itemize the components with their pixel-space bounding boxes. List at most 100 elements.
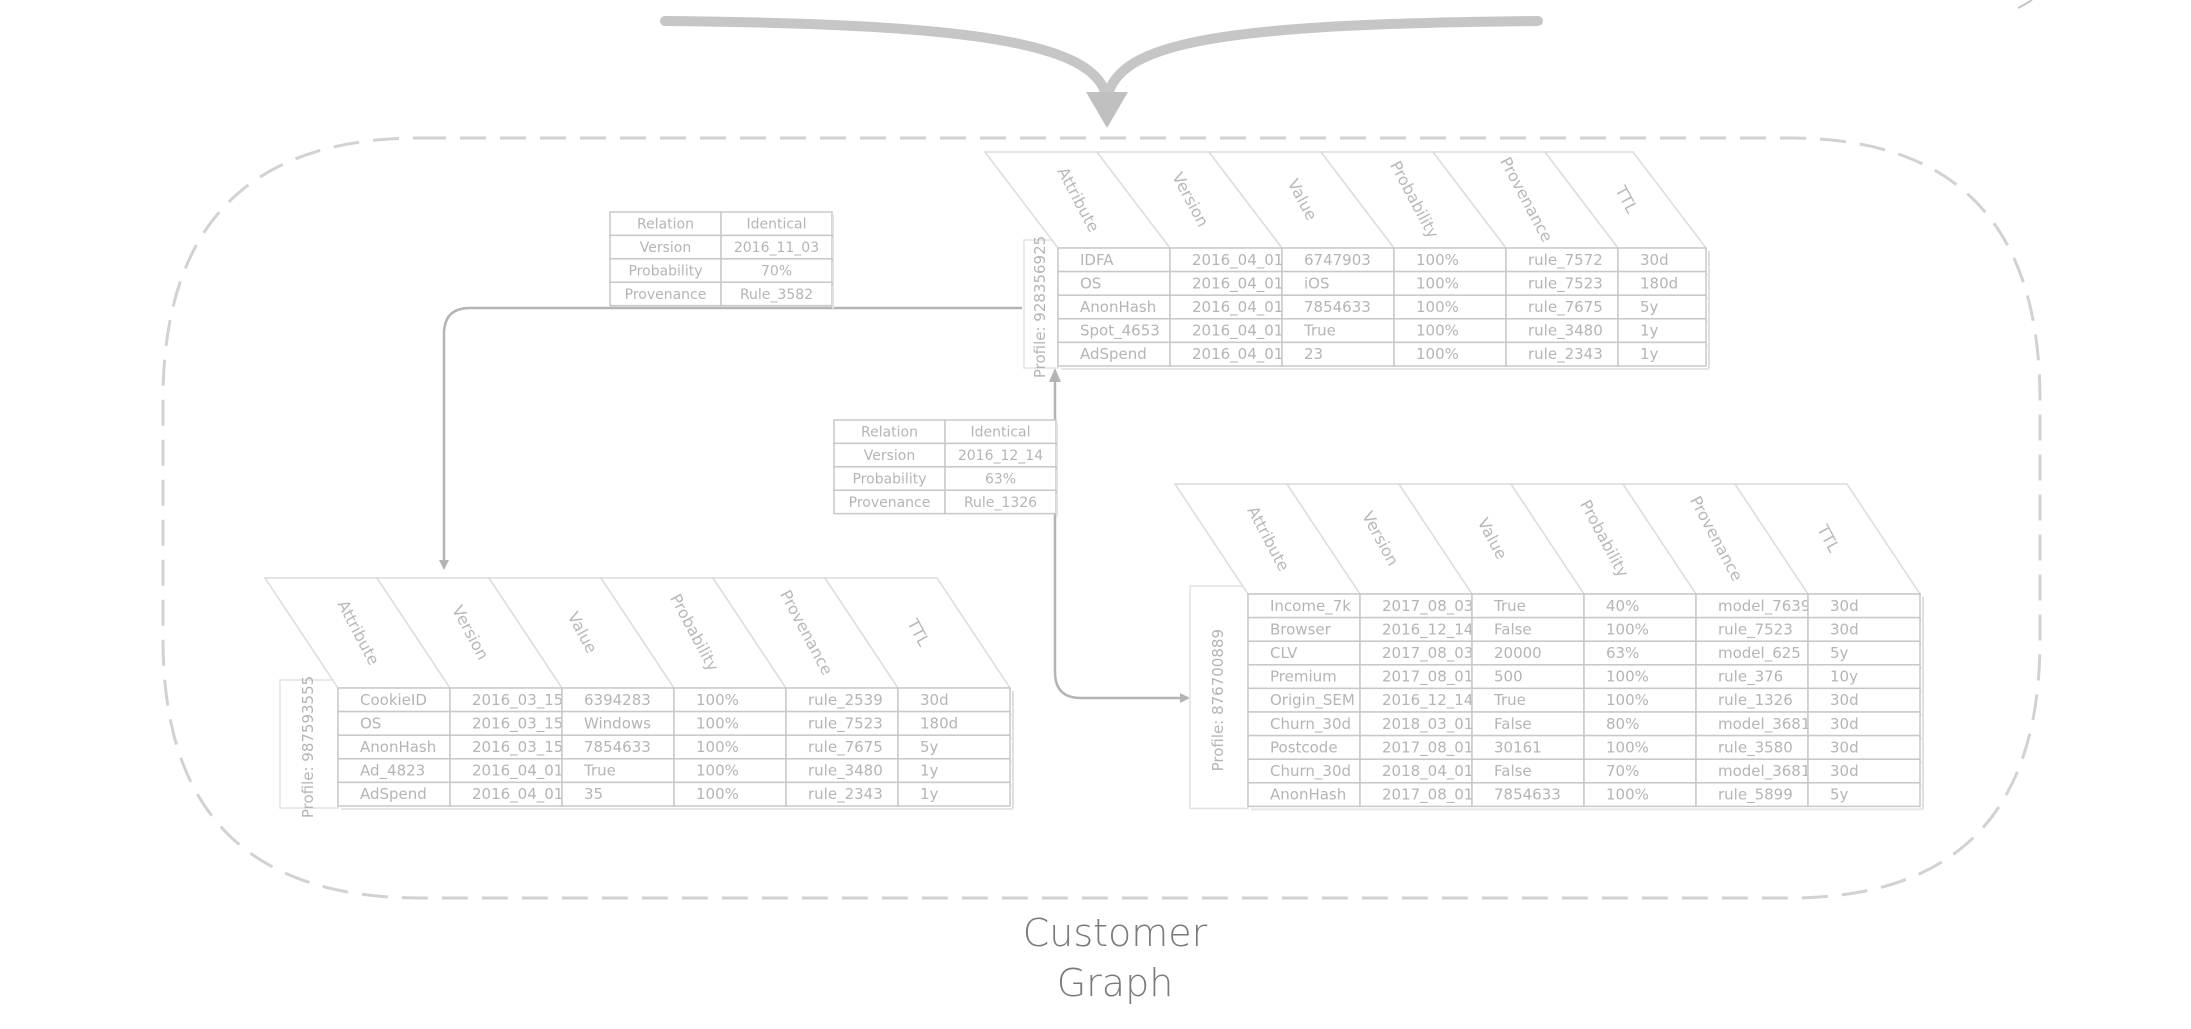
table-cell <box>1281 318 1395 344</box>
table-cell <box>1617 341 1707 367</box>
relation-cell-text: Identical <box>746 217 806 233</box>
cell-text: Postcode <box>1270 738 1338 756</box>
cell-text: 2016_04_01 <box>472 785 563 804</box>
cell-text: IDFA <box>1080 251 1114 269</box>
table-cell <box>897 687 1011 713</box>
cell-text: rule_5899 <box>1718 786 1793 805</box>
cell-text: 2018_03_01 <box>1382 715 1473 734</box>
cell-text: rule_2343 <box>808 785 883 804</box>
cell-text: 100% <box>1416 274 1459 292</box>
cell-text: AnonHash <box>1080 298 1156 316</box>
cell-text: 100% <box>1606 620 1649 638</box>
cell-text: 5y <box>1830 644 1849 662</box>
cell-text: 23 <box>1304 345 1323 363</box>
cell-text: 2016_12_14 <box>1382 691 1473 710</box>
cell-text: 5y <box>1640 298 1659 316</box>
table-cell <box>1583 593 1697 619</box>
cell-text: Browser <box>1270 620 1332 638</box>
cell-text: 30d <box>920 691 949 709</box>
cell-text: Spot_4653 <box>1080 322 1160 341</box>
profile-label: Profile: 987593555 <box>299 676 317 818</box>
table-cell <box>1583 640 1697 666</box>
cell-text: 2017_08_01 <box>1382 786 1473 805</box>
cell-text: 2017_08_01 <box>1382 668 1473 687</box>
table-cell <box>1281 341 1395 367</box>
cell-text: 2016_03_15 <box>472 714 563 733</box>
cell-text: 1y <box>920 762 939 780</box>
cell-text: 100% <box>1416 251 1459 269</box>
cell-text: 30d <box>1830 715 1859 733</box>
table-cell <box>897 758 1011 784</box>
cell-text: rule_2539 <box>808 691 883 710</box>
table-cell <box>897 734 1011 760</box>
table-cell <box>1807 593 1921 619</box>
table-cell <box>1281 270 1395 296</box>
table-cell <box>1471 593 1585 619</box>
cell-text: CookieID <box>360 691 427 709</box>
cell-text: rule_3480 <box>1528 322 1603 341</box>
cell-text: 30d <box>1830 691 1859 709</box>
cell-text: rule_3480 <box>808 762 883 781</box>
relation-cell-text: Provenance <box>849 495 931 511</box>
cell-text: 100% <box>1606 668 1649 686</box>
cell-text: model_625 <box>1718 644 1801 663</box>
cell-text: 2016_03_15 <box>472 738 563 757</box>
relation-cell-text: Rule_3582 <box>740 287 813 303</box>
table-cell <box>897 781 1011 807</box>
cell-text: 2016_04_01 <box>1192 322 1283 341</box>
cell-text: 2018_04_01 <box>1382 762 1473 781</box>
cell-text: 30d <box>1830 620 1859 638</box>
cell-text: rule_376 <box>1718 668 1783 687</box>
edge-right-arrowhead-up <box>1049 368 1061 382</box>
cell-text: 7854633 <box>1494 786 1561 804</box>
relation-cell-text: 2016_12_14 <box>958 448 1043 464</box>
cell-text: 6747903 <box>1304 251 1371 269</box>
cell-text: rule_7675 <box>808 738 883 757</box>
cell-text: 100% <box>696 714 739 732</box>
cell-text: 100% <box>1606 738 1649 756</box>
cell-text: AdSpend <box>1080 345 1147 363</box>
cell-text: True <box>1303 322 1336 340</box>
cell-text: 100% <box>696 785 739 803</box>
cell-text: iOS <box>1304 274 1330 292</box>
table-cell <box>1807 616 1921 642</box>
cell-text: Churn_30d <box>1270 715 1351 734</box>
cell-text: rule_3580 <box>1718 738 1793 757</box>
cell-text: Windows <box>584 714 651 732</box>
profile-label: Profile: 928356925 <box>1031 236 1049 378</box>
relation-cell-text: 63% <box>985 472 1016 488</box>
cell-text: False <box>1494 762 1532 780</box>
relation-cell-text: 2016_11_03 <box>734 240 819 256</box>
cell-text: 40% <box>1606 597 1639 615</box>
incoming-curve-left <box>660 16 1112 105</box>
table-cell <box>1057 247 1171 273</box>
table-cell <box>1471 664 1585 690</box>
cell-text: Ad_4823 <box>360 762 425 781</box>
cell-text: 100% <box>696 762 739 780</box>
profile-side-panel <box>1189 585 1249 810</box>
cell-text: OS <box>1080 274 1101 292</box>
cell-text: 1y <box>1640 322 1659 340</box>
cell-text: 2017_08_03 <box>1382 644 1473 663</box>
caption-line-1: Customer <box>1022 911 1208 955</box>
cell-text: 30d <box>1830 762 1859 780</box>
profile-label: Profile: 876700889 <box>1209 629 1227 771</box>
table-cell <box>337 710 451 736</box>
